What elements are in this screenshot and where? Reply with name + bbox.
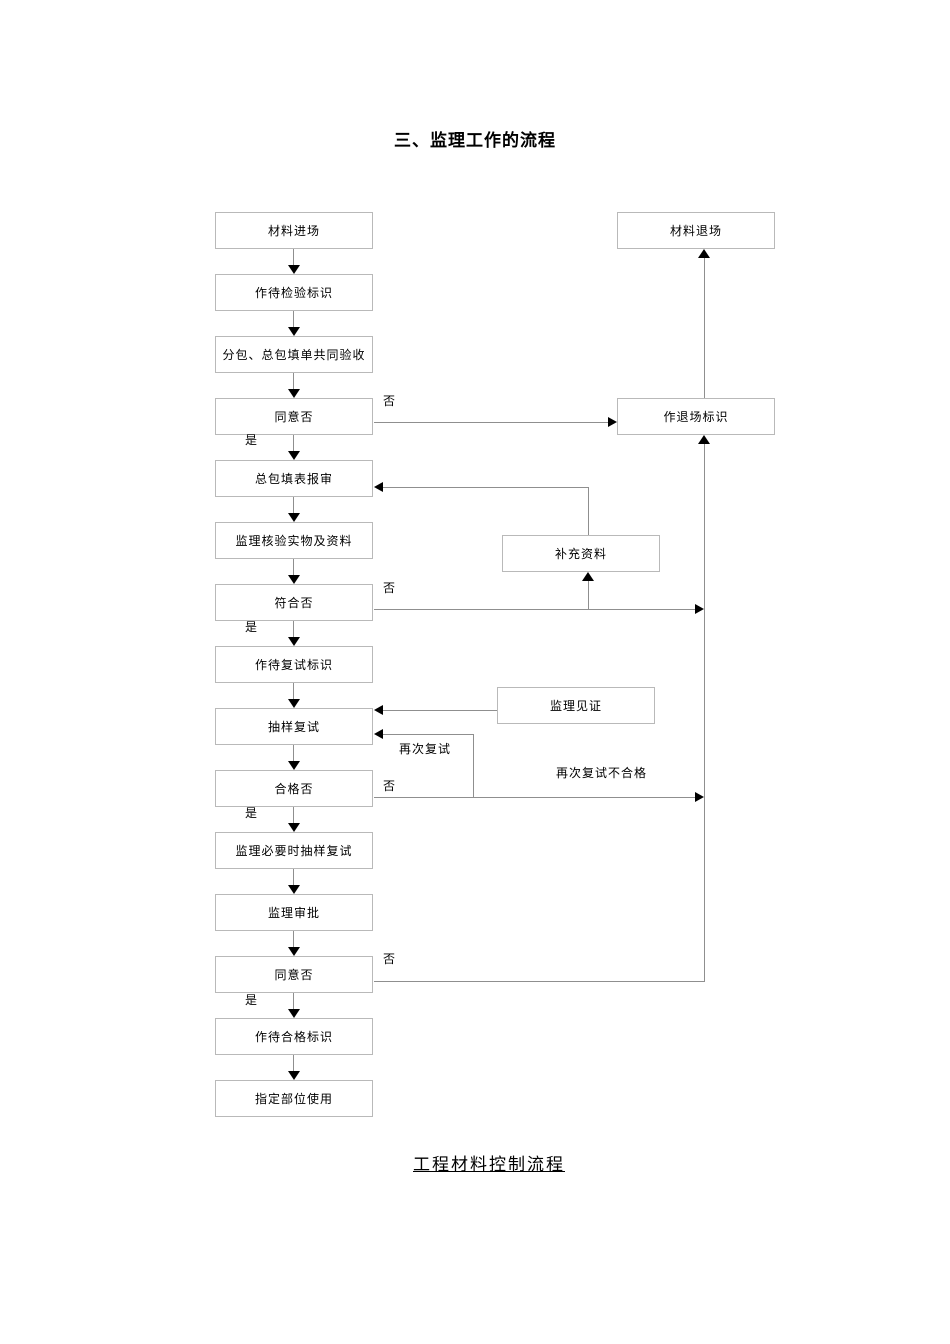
arrow-down-icon [288,575,300,584]
edge-label-retest-fail: 再次复试不合格 [556,766,648,780]
flow-node-joint-acceptance: 分包、总包填单共同验收 [215,336,373,373]
arrow-down-icon [288,947,300,956]
arrow-left-icon [374,729,383,739]
edge-label-no: 否 [383,394,397,408]
node-label: 材料退场 [669,224,722,238]
arrow-right-icon [695,792,704,802]
arrow-right-icon [695,604,704,614]
node-label: 补充资料 [554,547,607,561]
edge-label-retest-again: 再次复试 [399,742,452,756]
arrow-down-icon [288,327,300,336]
arrow-down-icon [288,885,300,894]
arrow-down-icon [288,513,300,522]
flow-node-agree2: 同意否 [215,956,373,993]
page-title: 三、监理工作的流程 [394,131,556,150]
flow-node-qualified-mark: 作待合格标识 [215,1018,373,1055]
connector-line [374,422,608,423]
node-label: 监理见证 [549,699,602,713]
node-label: 作待检验标识 [254,286,333,300]
node-label: 作待复试标识 [254,658,333,672]
connector-line [588,487,589,535]
connector-line [374,981,705,982]
flow-node-material-entry: 材料进场 [215,212,373,249]
edge-label-yes: 是 [245,993,259,1007]
flow-node-sampling-retest: 抽样复试 [215,708,373,745]
arrow-left-icon [374,482,383,492]
connector-line [293,435,294,451]
flowchart-caption: 工程材料控制流程 [413,1155,565,1174]
edge-label-no: 否 [383,581,397,595]
edge-label-yes: 是 [245,806,259,820]
flow-node-gc-form-submit: 总包填表报审 [215,460,373,497]
connector-line [293,993,294,1009]
arrow-down-icon [288,637,300,646]
edge-label-yes: 是 [245,620,259,634]
flow-node-exit-mark: 作退场标识 [617,398,775,435]
flow-node-qualified: 合格否 [215,770,373,807]
flow-node-supervisor-approval: 监理审批 [215,894,373,931]
node-label: 同意否 [274,410,314,424]
flow-node-agree1: 同意否 [215,398,373,435]
node-label: 监理必要时抽样复试 [235,844,353,858]
flow-node-supervisor-optional-retest: 监理必要时抽样复试 [215,832,373,869]
arrow-down-icon [288,761,300,770]
node-label: 监理审批 [267,906,320,920]
connector-line [383,710,497,711]
node-label: 抽样复试 [267,720,320,734]
node-label: 监理核验实物及资料 [235,534,353,548]
node-label: 合格否 [274,782,314,796]
connector-line [293,373,294,389]
flow-node-supervisor-verify: 监理核验实物及资料 [215,522,373,559]
connector-line [383,487,588,488]
flow-node-pending-inspection-mark: 作待检验标识 [215,274,373,311]
arrow-down-icon [288,389,300,398]
connector-line [293,807,294,823]
connector-line [704,444,705,981]
flow-node-supervisor-witness: 监理见证 [497,687,655,724]
flow-node-pending-retest-mark: 作待复试标识 [215,646,373,683]
connector-line [588,581,589,609]
connector-line [374,609,695,610]
arrow-down-icon [288,699,300,708]
node-label: 分包、总包填单共同验收 [222,348,366,362]
flow-node-material-exit: 材料退场 [617,212,775,249]
arrow-down-icon [288,265,300,274]
arrow-right-icon [608,417,617,427]
edge-label-no: 否 [383,779,397,793]
flow-node-supplement-info: 补充资料 [502,535,660,572]
arrow-down-icon [288,451,300,460]
arrow-down-icon [288,1071,300,1080]
connector-line [293,497,294,513]
node-label: 指定部位使用 [254,1092,333,1106]
connector-line [374,797,695,798]
node-label: 作退场标识 [663,410,729,424]
connector-line [293,683,294,699]
connector-line [293,1055,294,1071]
node-label: 同意否 [274,968,314,982]
node-label: 材料进场 [267,224,320,238]
flow-node-conform: 符合否 [215,584,373,621]
connector-line [293,745,294,761]
arrow-left-icon [374,705,383,715]
connector-line [293,311,294,327]
connector-line [293,869,294,885]
connector-line [473,734,474,797]
flow-node-designated-use: 指定部位使用 [215,1080,373,1117]
connector-line [293,931,294,947]
connector-line [293,621,294,637]
arrow-up-icon [698,249,710,258]
arrow-down-icon [288,1009,300,1018]
connector-line [704,258,705,398]
node-label: 作待合格标识 [254,1030,333,1044]
connector-line [293,249,294,265]
node-label: 总包填表报审 [254,472,333,486]
edge-label-yes: 是 [245,433,259,447]
connector-line [293,559,294,575]
node-label: 符合否 [274,596,314,610]
edge-label-no: 否 [383,952,397,966]
arrow-up-icon [582,572,594,581]
arrow-up-icon [698,435,710,444]
connector-line [383,734,473,735]
arrow-down-icon [288,823,300,832]
